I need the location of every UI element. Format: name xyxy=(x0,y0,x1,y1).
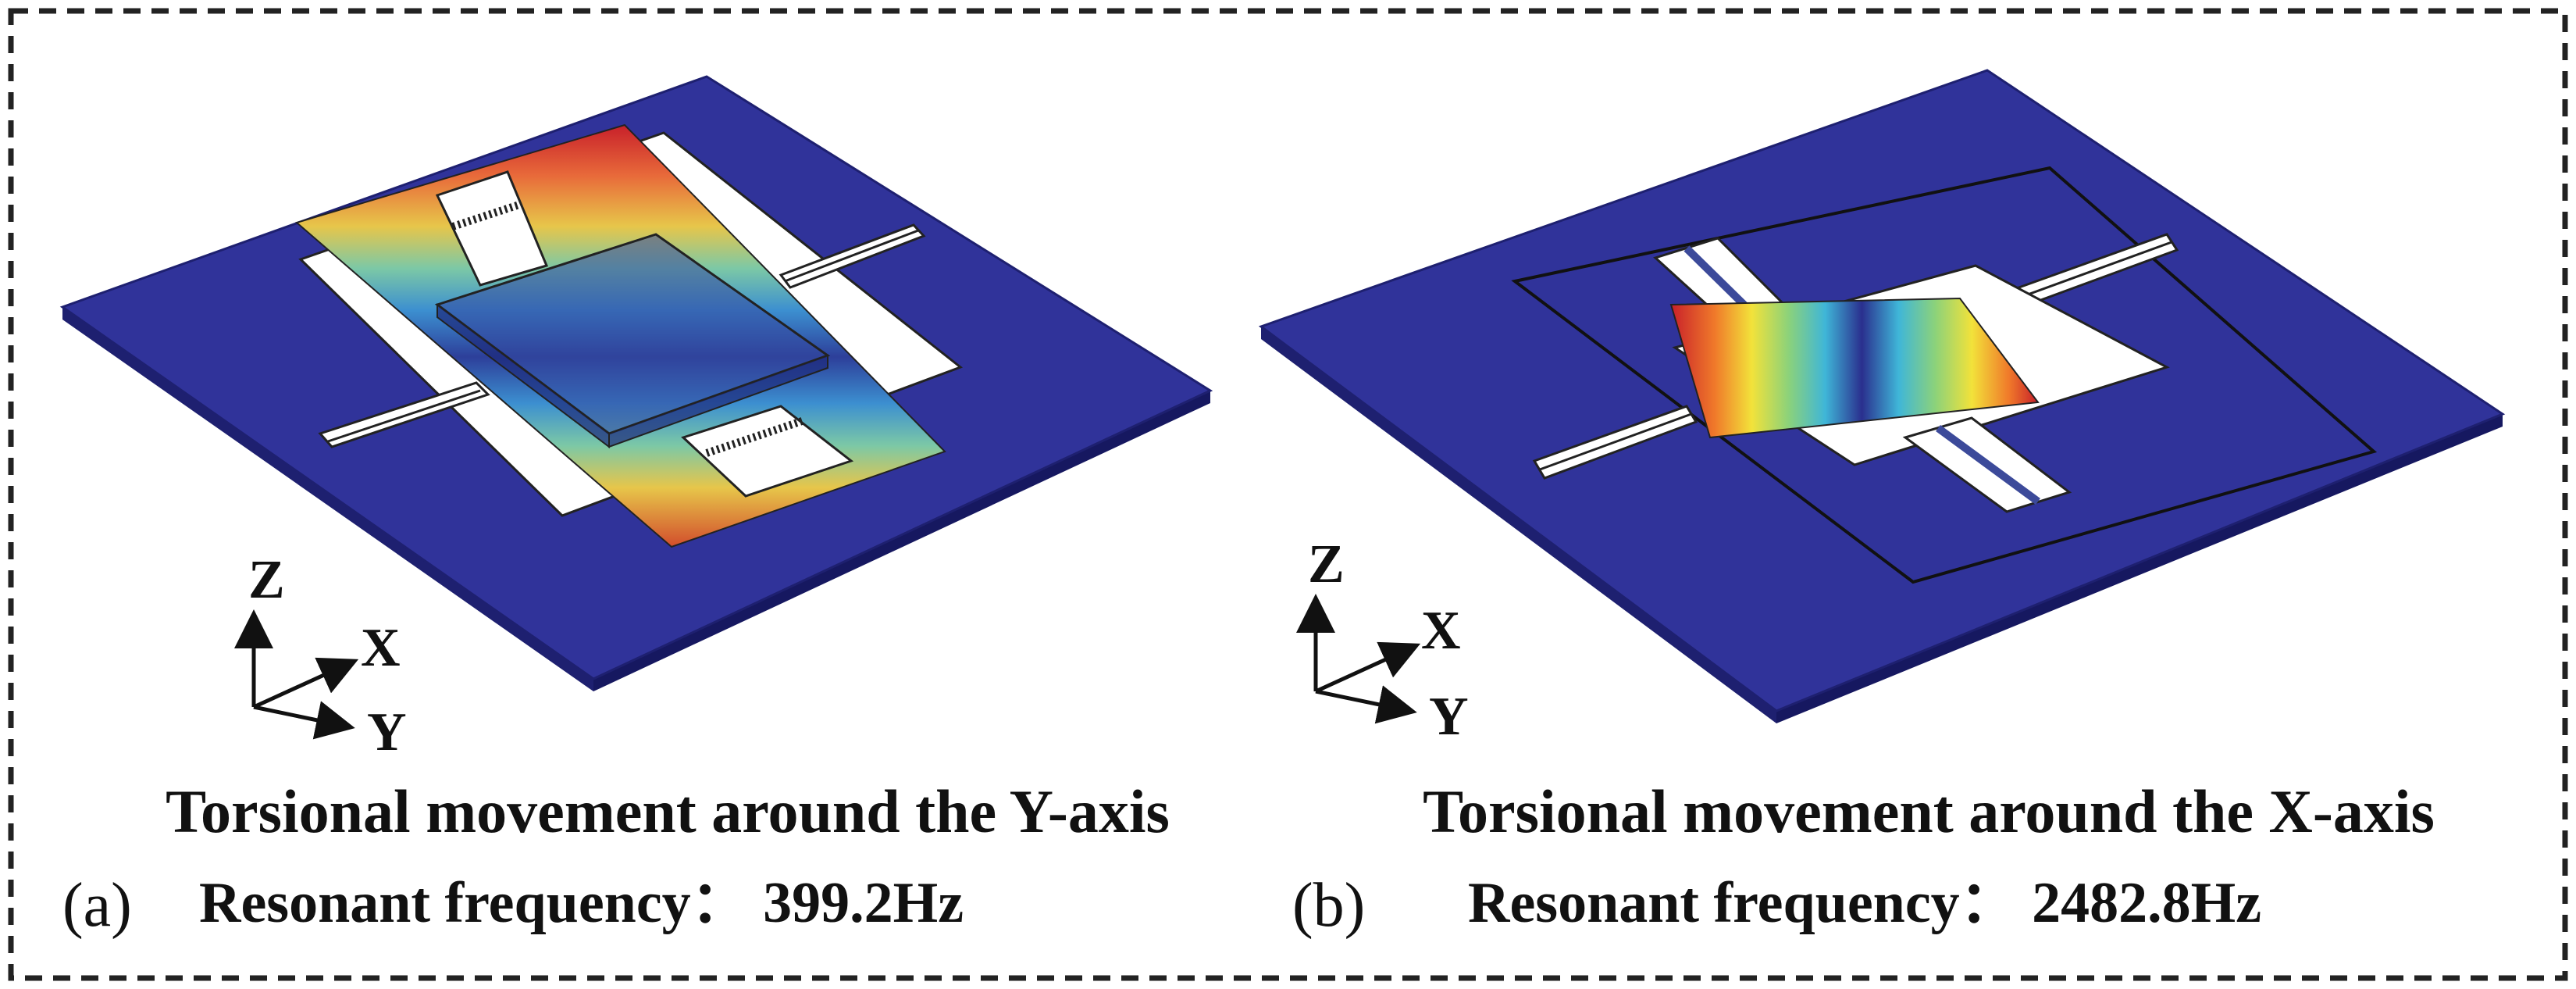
y-axis-label: Y xyxy=(1429,687,1469,747)
comb-drive xyxy=(435,170,549,287)
panel-b-model xyxy=(1258,69,2506,723)
y-axis-label: Y xyxy=(367,702,407,762)
torsion-beam-line xyxy=(1539,412,1692,471)
y-axis-arrow xyxy=(1315,685,1417,724)
comb-drive-teeth xyxy=(451,201,521,230)
panel-a-title: Torsional movement around the Y-axis xyxy=(166,777,1170,845)
x-axis-arrow xyxy=(1314,641,1421,694)
panel-b-title: Torsional movement around the X-axis xyxy=(1423,777,2435,845)
substrate-edge xyxy=(1261,327,1776,723)
panel-a-frequency: Resonant frequency： 399.2Hz xyxy=(199,871,964,935)
z-axis-label: Z xyxy=(1308,534,1345,594)
mirror-plate xyxy=(1669,297,2040,439)
torsion-beam-line xyxy=(327,389,481,443)
panel-b-label: (b) xyxy=(1292,871,1365,940)
torsion-beam-line xyxy=(2018,241,2172,299)
x-axis-label: X xyxy=(1421,601,1461,661)
panel-a-label: (a) xyxy=(62,871,132,940)
torsion-beam-line xyxy=(784,229,919,283)
comb-drive xyxy=(681,405,854,498)
panel-b-frequency: Resonant frequency： 2482.8Hz xyxy=(1468,871,2261,935)
substrate-edge xyxy=(593,391,1210,691)
substrate-edge xyxy=(62,307,593,691)
panel-b-axes: Z X Y xyxy=(1296,534,1469,747)
gimbal-frame xyxy=(1511,166,2378,584)
panel-a-model xyxy=(59,75,1213,691)
substrate-edge xyxy=(1776,414,2503,723)
panel-a-axes: Z X Y xyxy=(234,550,407,762)
z-axis-label: Z xyxy=(248,550,285,610)
comb-drive-teeth xyxy=(705,416,806,457)
x-axis-label: X xyxy=(361,618,401,678)
mirror-edge xyxy=(608,354,828,448)
y-axis-arrow xyxy=(253,701,355,740)
dashed-frame xyxy=(8,8,2568,981)
inner-torsion-beam-line xyxy=(1936,424,2040,505)
x-axis-arrow xyxy=(252,657,359,709)
